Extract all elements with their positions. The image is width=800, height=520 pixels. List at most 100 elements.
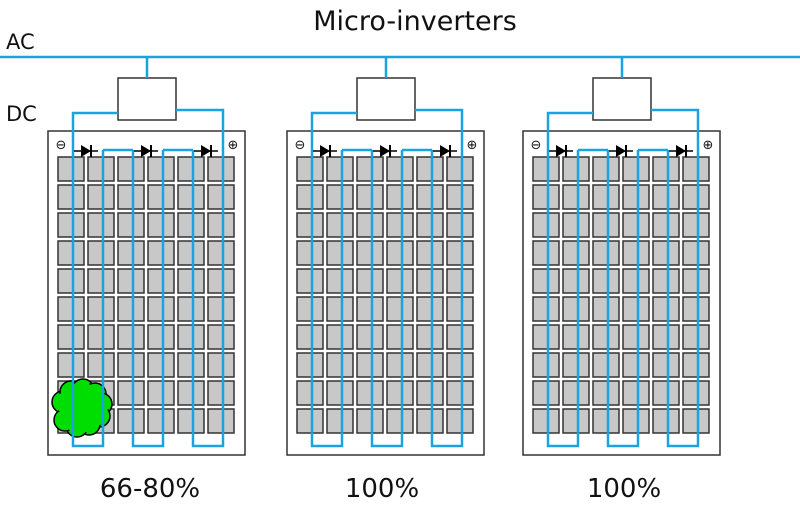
solar-cell <box>177 184 205 210</box>
solar-cell <box>57 268 85 294</box>
solar-cell <box>562 184 590 210</box>
micro-inverter-box <box>356 77 416 121</box>
solar-cell <box>57 296 85 322</box>
solar-cell <box>87 156 115 182</box>
solar-cell <box>592 352 620 378</box>
solar-cell <box>147 156 175 182</box>
solar-cell <box>416 240 444 266</box>
solar-cell <box>207 184 235 210</box>
dc-negative-lead <box>310 111 357 150</box>
bypass-diode-icon <box>676 145 686 157</box>
solar-cell <box>532 408 560 434</box>
solar-cell <box>652 240 680 266</box>
bypass-diode-icon <box>380 145 390 157</box>
bypass-diode-icon <box>616 145 626 157</box>
bypass-diode-icon <box>81 145 91 157</box>
solar-cell <box>622 184 650 210</box>
solar-cell <box>386 184 414 210</box>
solar-cell <box>652 324 680 350</box>
solar-cell <box>117 352 145 378</box>
solar-cell <box>562 268 590 294</box>
solar-cell <box>147 296 175 322</box>
dc-positive-lead <box>651 108 700 150</box>
solar-cell <box>117 296 145 322</box>
solar-cell <box>117 184 145 210</box>
solar-cell <box>446 352 474 378</box>
dc-positive-lead <box>176 108 225 150</box>
solar-cell <box>117 240 145 266</box>
negative-terminal-icon: ⊖ <box>295 138 306 153</box>
solar-cell <box>416 156 444 182</box>
solar-cell <box>416 296 444 322</box>
solar-cell <box>592 212 620 238</box>
solar-cell <box>446 156 474 182</box>
solar-cell <box>386 408 414 434</box>
ac-bus-label: AC <box>6 30 35 54</box>
solar-cell <box>87 268 115 294</box>
solar-cell <box>326 408 354 434</box>
solar-cell <box>177 408 205 434</box>
solar-cell <box>652 380 680 406</box>
solar-cell <box>296 324 324 350</box>
solar-cell <box>446 212 474 238</box>
solar-cell <box>147 408 175 434</box>
solar-cell <box>416 184 444 210</box>
solar-cell <box>356 408 384 434</box>
solar-cell <box>87 296 115 322</box>
solar-cell <box>117 212 145 238</box>
solar-cell <box>207 156 235 182</box>
solar-cell <box>562 380 590 406</box>
solar-cell <box>147 184 175 210</box>
panel-2-output-label: 100% <box>344 474 420 504</box>
solar-cell <box>117 268 145 294</box>
solar-cell <box>622 212 650 238</box>
solar-cell <box>117 380 145 406</box>
solar-cell <box>87 212 115 238</box>
solar-cell <box>682 240 710 266</box>
string-wire <box>666 150 700 448</box>
string-wire <box>131 150 165 448</box>
solar-cell <box>592 156 620 182</box>
solar-cell <box>296 408 324 434</box>
solar-cell <box>356 212 384 238</box>
solar-cell <box>592 408 620 434</box>
solar-cell <box>652 268 680 294</box>
solar-cell <box>356 268 384 294</box>
solar-cell <box>532 212 560 238</box>
solar-cell <box>446 240 474 266</box>
solar-cell <box>207 380 235 406</box>
solar-cell <box>87 184 115 210</box>
solar-cell <box>207 408 235 434</box>
solar-cell <box>87 324 115 350</box>
solar-cell <box>592 324 620 350</box>
solar-cell <box>207 352 235 378</box>
solar-cell <box>622 380 650 406</box>
positive-terminal-icon: ⊕ <box>703 138 714 153</box>
string-wire <box>310 150 344 448</box>
solar-cell <box>386 324 414 350</box>
bypass-diode-icon <box>141 145 151 157</box>
solar-cell <box>446 296 474 322</box>
solar-cell <box>177 296 205 322</box>
solar-cell <box>446 324 474 350</box>
solar-cell <box>326 324 354 350</box>
diagram-title: Micro-inverters <box>313 6 517 37</box>
solar-cell <box>532 352 560 378</box>
solar-cell <box>652 352 680 378</box>
solar-cell <box>652 296 680 322</box>
solar-cell <box>682 352 710 378</box>
solar-cell <box>562 212 590 238</box>
solar-cell <box>326 184 354 210</box>
solar-cell <box>57 240 85 266</box>
solar-cell <box>562 296 590 322</box>
solar-cell <box>326 240 354 266</box>
string-wire <box>71 150 105 448</box>
solar-cell <box>87 240 115 266</box>
solar-cell <box>207 296 235 322</box>
string-wire <box>546 150 580 448</box>
solar-cell <box>296 184 324 210</box>
shade-cloud <box>51 378 113 438</box>
solar-cell <box>147 212 175 238</box>
solar-cell <box>207 212 235 238</box>
solar-cell <box>57 212 85 238</box>
